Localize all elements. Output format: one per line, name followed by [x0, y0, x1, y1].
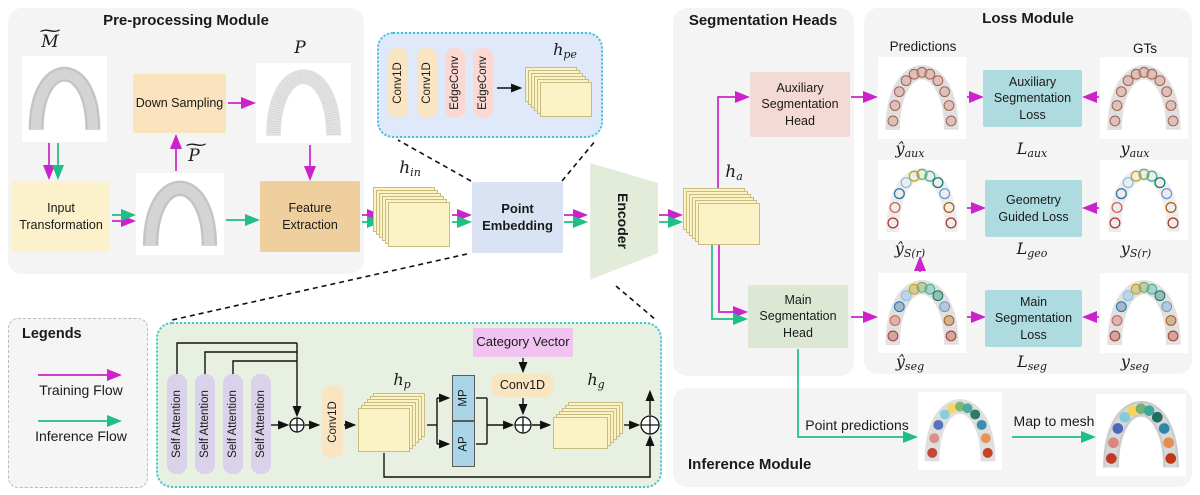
- add-operator-icons: [289, 415, 660, 435]
- input-mesh-label: ~M: [37, 21, 63, 52]
- inference-module-title: Inference Module: [688, 456, 812, 473]
- legends-title: Legends: [22, 326, 82, 342]
- point-embedding-box: Point Embedding: [472, 182, 563, 253]
- main-segmentation-head-box: Main Segmentation Head: [748, 285, 848, 348]
- self-attention-pill: Self Attention: [223, 374, 243, 474]
- main-segmentation-loss-box: Main Segmentation Loss: [985, 290, 1082, 347]
- avg-pool-cell: AP: [452, 421, 475, 467]
- gts-column-label: GTs: [1132, 41, 1157, 56]
- h-g-feature-stack: [553, 402, 623, 449]
- inference-flow-label: Inference Flow: [35, 428, 127, 444]
- self-attention-pill: Self Attention: [167, 374, 187, 474]
- segmentation-heads-title: Segmentation Heads: [688, 12, 838, 29]
- point-predictions-image: [918, 392, 1002, 470]
- p-label: P: [294, 38, 306, 58]
- conv1d-layer-pill: Conv1D: [388, 48, 408, 118]
- down-sampling-box: Down Sampling: [133, 74, 226, 133]
- h-a-feature-stack: [683, 188, 760, 245]
- geometry-guided-loss-box: Geometry Guided Loss: [985, 180, 1082, 237]
- training-flow-arrows: [38, 90, 1099, 382]
- zoom-connector-lines: [171, 139, 657, 321]
- feature-extraction-box: Feature Extraction: [260, 181, 360, 252]
- conv1d-pill: Conv1D: [322, 385, 343, 458]
- conv1d-box: Conv1D: [491, 374, 554, 397]
- auxiliary-segmentation-loss-box: Auxiliary Segmentation Loss: [983, 70, 1082, 127]
- inference-flow-arrows: [38, 143, 1097, 444]
- predictions-column-label: Predictions: [889, 39, 957, 54]
- self-attention-pill: Self Attention: [251, 374, 271, 474]
- add-operator-icon: [514, 416, 532, 434]
- seg-gt-image: [1100, 273, 1188, 353]
- edgeconv-layer-pill: EdgeConv: [473, 48, 493, 118]
- aux-prediction-image: [878, 57, 966, 139]
- preprocessing-title: Pre-processing Module: [103, 12, 269, 29]
- encoder-detail-lines: [176, 83, 655, 478]
- h-p-feature-stack: [358, 393, 425, 452]
- map-to-mesh-label: Map to mesh: [1013, 413, 1095, 429]
- sr-prediction-image: [878, 160, 966, 240]
- self-attention-pill: Self Attention: [195, 374, 215, 474]
- category-vector-box: Category Vector: [473, 328, 573, 357]
- max-pool-cell: MP: [452, 375, 475, 421]
- seg-prediction-image: [878, 273, 966, 353]
- input-transformation-box: Input Transformation: [12, 181, 110, 252]
- input-mesh-image: [22, 56, 107, 142]
- add-operator-icon: [640, 415, 660, 435]
- sr-gt-image: [1100, 160, 1188, 240]
- segmented-mesh-image: [1096, 394, 1186, 476]
- loss-module-title: Loss Module: [982, 10, 1074, 27]
- add-operator-icon: [289, 417, 305, 433]
- point-predictions-label: Point predictions: [805, 417, 909, 433]
- transformed-mesh-image: [136, 173, 224, 255]
- edgeconv-layer-pill: EdgeConv: [445, 48, 465, 118]
- p-tilde-label: ~P: [183, 135, 210, 166]
- conv1d-layer-pill: Conv1D: [417, 48, 437, 118]
- h-in-feature-stack: [373, 187, 450, 247]
- h-pe-feature-stack: [525, 67, 592, 117]
- auxiliary-segmentation-head-box: Auxiliary Segmentation Head: [750, 72, 850, 137]
- aux-gt-image: [1100, 57, 1188, 139]
- training-flow-label: Training Flow: [39, 382, 123, 398]
- downsampled-points-image: [256, 63, 351, 143]
- legends-panel: [8, 318, 148, 488]
